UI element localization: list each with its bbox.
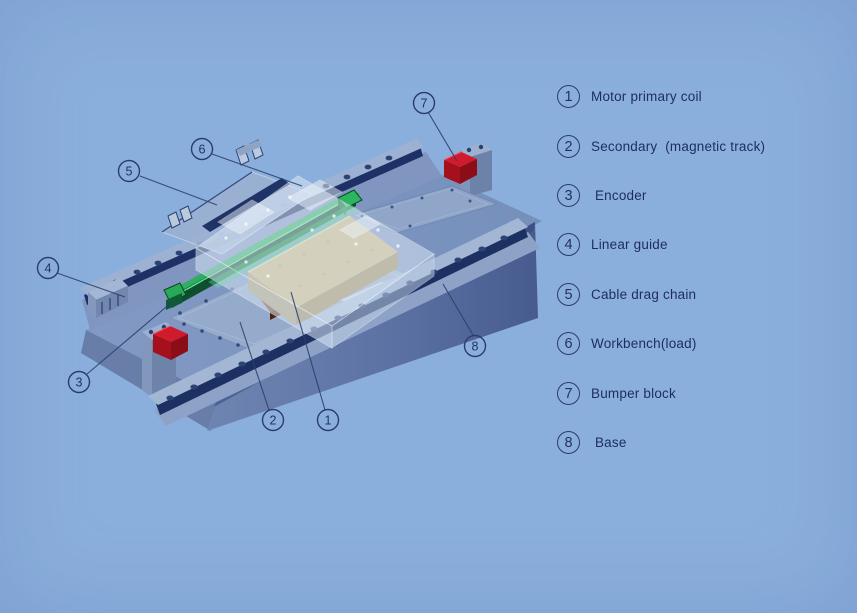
leader-line-3 bbox=[86, 301, 173, 375]
legend-label: Cable drag chain bbox=[591, 286, 697, 302]
leader-lines bbox=[56, 111, 474, 411]
callout-number: 8 bbox=[472, 340, 479, 354]
callout-number: 7 bbox=[421, 97, 428, 111]
legend-circle: 7 bbox=[557, 381, 580, 405]
legend-row-7: 7 Bumper block bbox=[557, 368, 765, 417]
callout-number: 2 bbox=[270, 414, 277, 428]
bumper-block-left bbox=[142, 322, 188, 398]
legend-label: Secondary (magnetic track) bbox=[591, 138, 766, 154]
callout-number: 3 bbox=[76, 376, 83, 390]
legend-row-5: 5 Cable drag chain bbox=[557, 270, 765, 319]
legend-label: Base bbox=[591, 434, 627, 450]
callout-1: 1 bbox=[316, 408, 340, 432]
callouts: 1 2 3 4 5 6 7 8 bbox=[36, 91, 487, 432]
callout-number: 6 bbox=[199, 143, 206, 157]
workbench-plate bbox=[195, 175, 435, 349]
legend-circle: 2 bbox=[557, 134, 580, 158]
callout-8: 8 bbox=[463, 334, 487, 358]
legend-circle: 4 bbox=[557, 233, 580, 257]
legend-label: Motor primary coil bbox=[591, 89, 702, 105]
callout-4: 4 bbox=[36, 256, 60, 280]
callout-6: 6 bbox=[190, 137, 214, 161]
leader-line-6 bbox=[211, 153, 303, 187]
callout-number: 4 bbox=[45, 262, 52, 276]
legend-circle: 3 bbox=[557, 183, 580, 207]
legend-circle: 1 bbox=[557, 85, 580, 109]
legend-label: Encoder bbox=[591, 187, 647, 203]
callout-number: 1 bbox=[325, 414, 332, 428]
legend-label: Workbench(load) bbox=[591, 336, 697, 352]
legend-row-3: 3 Encoder bbox=[557, 171, 765, 220]
legend-row-6: 6 Workbench(load) bbox=[557, 319, 765, 368]
legend-row-1: 1 Motor primary coil bbox=[557, 72, 765, 121]
legend-row-8: 8 Base bbox=[557, 418, 765, 467]
leader-line-2 bbox=[239, 321, 270, 411]
legend-circle: 8 bbox=[557, 430, 580, 454]
callout-7: 7 bbox=[412, 91, 436, 115]
legend-label: Linear guide bbox=[591, 237, 668, 253]
plate-screws bbox=[224, 195, 400, 278]
chain-end-bracket bbox=[235, 139, 264, 166]
callout-5: 5 bbox=[117, 159, 141, 183]
leader-line-4 bbox=[56, 272, 126, 298]
callout-number: 5 bbox=[126, 165, 133, 179]
legend-circle: 5 bbox=[557, 282, 580, 306]
legend-label: Bumper block bbox=[591, 385, 676, 401]
leader-line-5 bbox=[139, 175, 218, 206]
leader-line-7 bbox=[427, 111, 458, 162]
legend-row-2: 2 Secondary (magnetic track) bbox=[557, 121, 765, 170]
leader-line-8 bbox=[442, 283, 474, 336]
rail-end-clamp bbox=[88, 278, 128, 318]
legend-circle: 6 bbox=[557, 332, 580, 356]
chain-end-bracket bbox=[167, 205, 193, 229]
legend: 1 Motor primary coil 2 Secondary (magnet… bbox=[557, 72, 765, 467]
mount-pads bbox=[217, 179, 381, 239]
legend-row-4: 4 Linear guide bbox=[557, 220, 765, 269]
bumper-block-right bbox=[443, 143, 492, 196]
leader-line-1 bbox=[290, 291, 326, 411]
callout-3: 3 bbox=[67, 370, 91, 394]
magnet-track-plate-far bbox=[350, 185, 499, 234]
callout-2: 2 bbox=[261, 408, 285, 432]
